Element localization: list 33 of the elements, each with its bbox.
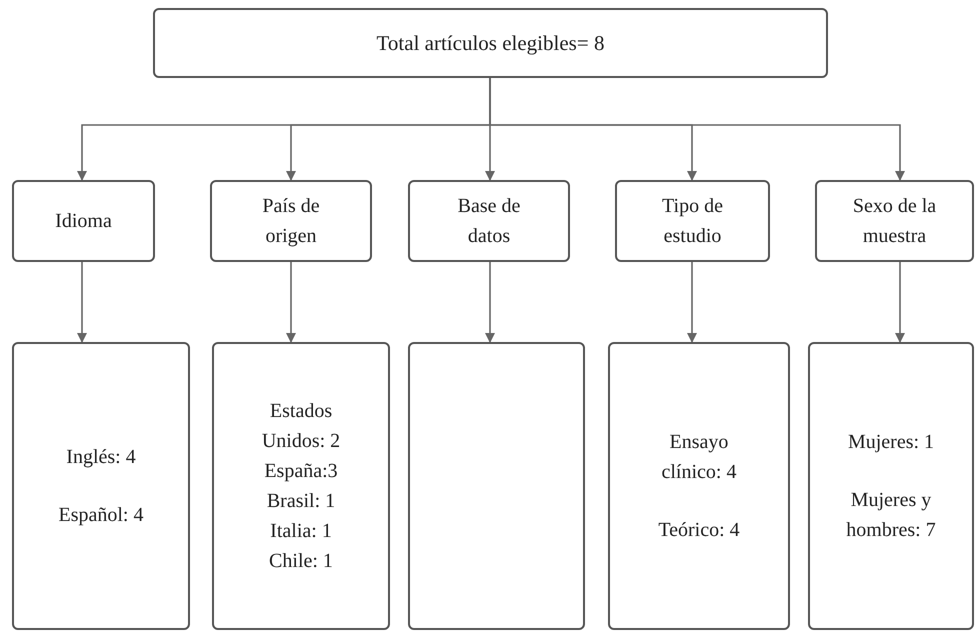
node-text: Brasil: 1 — [266, 489, 336, 514]
arrow — [77, 262, 87, 343]
node-text: Chile: 1 — [269, 549, 333, 574]
result-box — [808, 342, 974, 630]
node-text: Idioma — [55, 209, 112, 234]
node-text: Tipo de estudio — [661, 194, 724, 249]
category-box — [210, 180, 372, 262]
header-box — [153, 8, 828, 78]
node-text: Total artículos elegibles= 8 — [376, 30, 604, 57]
node-text: Inglés: 4 — [66, 445, 136, 470]
category-box — [408, 180, 570, 262]
arrow — [286, 262, 296, 343]
node-text: Mujeres: 1 — [848, 430, 934, 455]
node-text: Sexo de la muestra — [852, 194, 938, 249]
node-text: España:3 — [264, 459, 338, 484]
node-text: País de origen — [261, 194, 321, 249]
arrow — [895, 262, 905, 343]
node-text: Italia: 1 — [270, 519, 332, 544]
node-text: Mujeres y hombres: 7 — [845, 488, 937, 543]
arrow — [687, 262, 697, 343]
result-box — [12, 342, 190, 630]
arrow — [485, 262, 495, 343]
node-text: Estados Unidos: 2 — [260, 399, 342, 454]
node-text: Base de datos — [456, 194, 522, 249]
node-text: Ensayo clínico: 4 — [660, 430, 738, 485]
node-text: Teórico: 4 — [658, 518, 740, 543]
category-box — [615, 180, 770, 262]
node-text: Español: 4 — [58, 503, 144, 528]
category-box — [815, 180, 974, 262]
result-box — [408, 342, 585, 630]
result-box — [212, 342, 390, 630]
result-box — [608, 342, 790, 630]
category-box — [12, 180, 155, 262]
